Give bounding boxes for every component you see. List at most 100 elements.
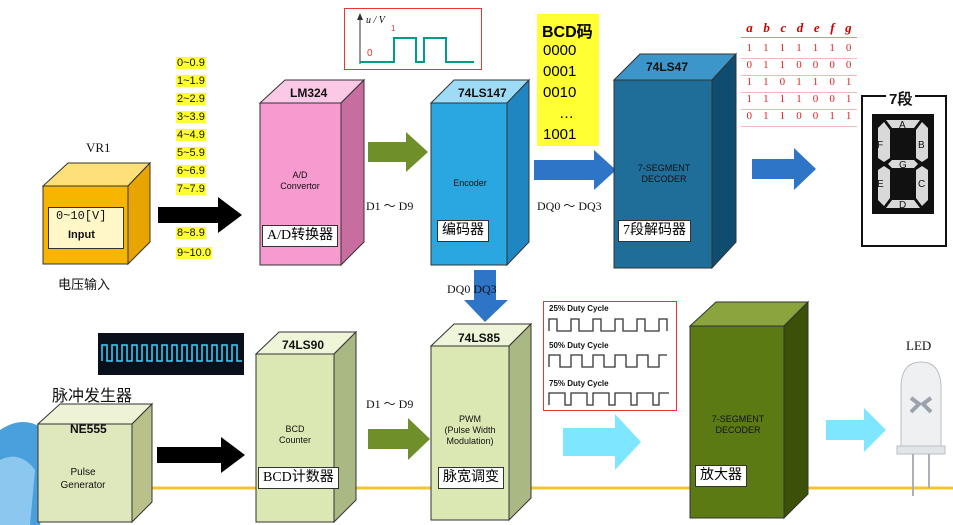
truth-table-cell: 1 [746, 93, 753, 105]
cyan-arrow-right [563, 414, 641, 470]
truth-table-cell: 1 [812, 76, 819, 88]
truth-table-cell: 1 [763, 110, 769, 122]
truth-table-header-cell: d [796, 20, 804, 35]
truth-table-cell: 1 [763, 59, 769, 71]
seg-label: F [877, 140, 884, 151]
signal-dq-down: DQ0 DQ3 [447, 282, 497, 296]
signal-d1-d9: D1 ～ D9 [366, 199, 414, 213]
counter-cube [254, 330, 358, 524]
truth-table-cell: 1 [779, 42, 786, 54]
blue-arrow-down [464, 270, 508, 322]
bcd-title: BCD码 [542, 24, 593, 41]
adc-label: A/D转换器 [262, 225, 339, 247]
amp-inner-text: 7-SEGMENT DECODER [711, 414, 765, 435]
adc-chip-label: LM324 [290, 86, 328, 100]
truth-table-cell: 0 [829, 76, 835, 88]
range-item: 7~7.9 [176, 183, 206, 195]
adc-inner-text: A/D Convertor [280, 170, 320, 191]
bcd-code: 0010 [543, 84, 577, 101]
seg-label: G [899, 160, 907, 171]
black-arrow-right [158, 197, 242, 233]
range-item: 9~10.0 [176, 247, 212, 259]
truth-table-cell: 1 [845, 110, 852, 122]
truth-table-header: a b c d e f g [741, 20, 857, 38]
truth-table-cell: 1 [829, 42, 835, 54]
truth-table-cell: 1 [779, 59, 786, 71]
black-arrow-right [157, 437, 245, 473]
truth-table-cell: 0 [746, 59, 753, 71]
truth-table-header-cell: b [763, 20, 770, 35]
cyan-arrow-right [826, 408, 886, 452]
blue-arrow-right [752, 148, 816, 190]
range-item: 0~0.9 [176, 57, 206, 69]
waveform-zero: 0 [367, 48, 373, 59]
truth-table-cell: 0 [812, 59, 819, 71]
oscilloscope-waveform [98, 333, 244, 375]
truth-table-cell: 1 [763, 76, 769, 88]
truth-table-cell: 0 [746, 110, 753, 122]
pwm-label: 脉宽调变 [438, 467, 504, 489]
decoder-inner-text: 7-SEGMENT DECODER [637, 163, 691, 184]
green-arrow-right [368, 132, 428, 172]
truth-table-cell: 0 [845, 42, 852, 54]
truth-table-cell: 0 [829, 93, 835, 105]
truth-table-cell: 0 [796, 59, 802, 71]
duty-cycle-inset [543, 301, 677, 411]
pwm-chip-label: 74LS85 [458, 331, 501, 345]
truth-table-cell: 1 [829, 110, 835, 122]
pwm-cube [429, 322, 533, 522]
amp-label: 放大器 [695, 465, 747, 487]
seg-label: C [918, 179, 926, 190]
encoder-label: 编码器 [437, 220, 489, 242]
waveform-sub: 1 [391, 24, 396, 33]
seg-label: B [918, 140, 925, 151]
duty-label: 25% Duty Cycle [549, 304, 609, 313]
seven-seg-display [872, 114, 934, 214]
truth-table-cell: 0 [812, 93, 819, 105]
truth-table-cell: 1 [796, 42, 802, 54]
truth-table-cell: 1 [763, 93, 769, 105]
truth-table-header-cell: c [780, 20, 787, 35]
truth-table-cell: 1 [812, 42, 819, 54]
blue-arrow-right [534, 150, 616, 190]
signal-dq0-dq3: DQ0 ～ DQ3 [537, 199, 602, 213]
range-item: 8~8.9 [176, 227, 206, 239]
truth-table-cell: 0 [829, 59, 835, 71]
truth-table-cell: 0 [779, 76, 786, 88]
led-label: LED [906, 338, 932, 353]
truth-table-cell: 1 [779, 93, 786, 105]
range-item: 3~3.9 [176, 111, 206, 123]
truth-table-cell: 0 [796, 110, 802, 122]
pulse-gen-caption: 脉冲发生器 [52, 388, 133, 405]
bcd-code: 0000 [543, 42, 577, 59]
amp-cube [688, 300, 810, 520]
bcd-code: 0001 [543, 63, 577, 80]
truth-table-header-cell: a [746, 20, 753, 35]
truth-table-cell: 1 [845, 93, 852, 105]
seg-label: A [899, 120, 906, 131]
range-item: 1~1.9 [176, 75, 206, 87]
seg-label: E [877, 179, 884, 190]
counter-inner-text: BCD Counter [278, 424, 312, 445]
voltage-range-text: 0~10[V] [56, 209, 107, 223]
counter-label: BCD计数器 [258, 467, 339, 489]
truth-table-cell: 0 [812, 110, 819, 122]
seven-seg-title: 7段 [886, 88, 916, 109]
duty-label: 75% Duty Cycle [549, 379, 609, 388]
decoder-chip-label: 74LS47 [646, 60, 689, 74]
bcd-code: 1001 [543, 126, 577, 143]
green-arrow-right [368, 418, 430, 460]
encoder-inner-text: Encoder [453, 178, 487, 188]
range-item: 2~2.9 [176, 93, 206, 105]
pulse-gen-chip-label: NE555 [70, 422, 107, 436]
decoder-cube [612, 52, 738, 270]
encoder-chip-label: 74LS147 [458, 86, 507, 100]
pulse-gen-inner-text: Pulse Generator [60, 467, 106, 491]
seg-label: D [899, 200, 907, 211]
truth-table-header-cell: f [830, 20, 835, 35]
